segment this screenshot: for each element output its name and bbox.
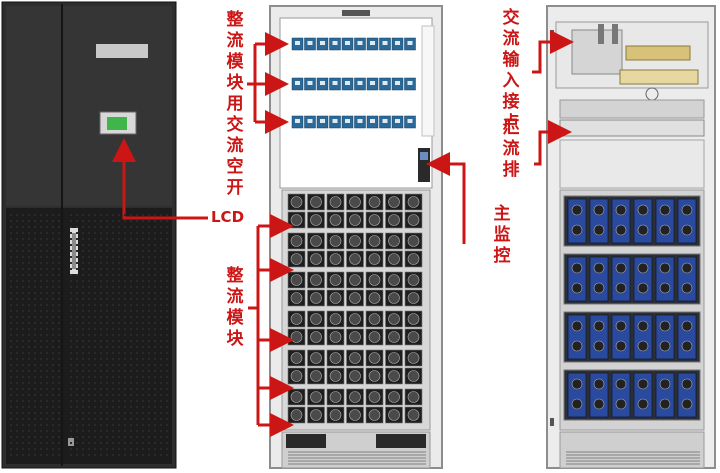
rear-module-row [563, 253, 701, 305]
nameplate [96, 44, 148, 58]
rear-module-row [563, 311, 701, 363]
lcd-arrow [112, 138, 208, 220]
cabinet-exterior [1, 1, 177, 469]
cabinet-front [269, 5, 443, 469]
monitor-arrow [426, 152, 466, 244]
breaker-row [291, 37, 416, 51]
rectifier-module-row [287, 349, 423, 385]
busbar-arrow [534, 120, 572, 166]
ac-input-terminal-label: 交流输入接点 [502, 8, 520, 133]
door-handle-icon [70, 228, 78, 274]
rectifier-module-row [287, 232, 423, 268]
lcd-label: LCD [211, 208, 245, 226]
rectifier-module-row [287, 193, 423, 229]
rectifier-modules-label: 整流模块 [226, 266, 244, 349]
ac-input-arrow [532, 30, 574, 74]
breaker-row [291, 115, 416, 129]
cabinet-rear [546, 5, 716, 469]
rectifier-module-row [287, 271, 423, 307]
rectifier-breakers-label: 整流模块用交流空开 [226, 10, 244, 198]
perforation-texture [10, 214, 168, 456]
main-monitor-label: 主监控 [493, 204, 511, 266]
annotation-arrows [112, 30, 574, 437]
rear-module-row [563, 369, 701, 421]
breaker-row [291, 77, 416, 91]
lcd-screen-icon [99, 111, 137, 135]
busbar-label: 汇流排 [502, 118, 520, 180]
rear-module-row [563, 195, 701, 247]
busbar [559, 119, 705, 137]
rectifier-module-row [287, 388, 423, 424]
